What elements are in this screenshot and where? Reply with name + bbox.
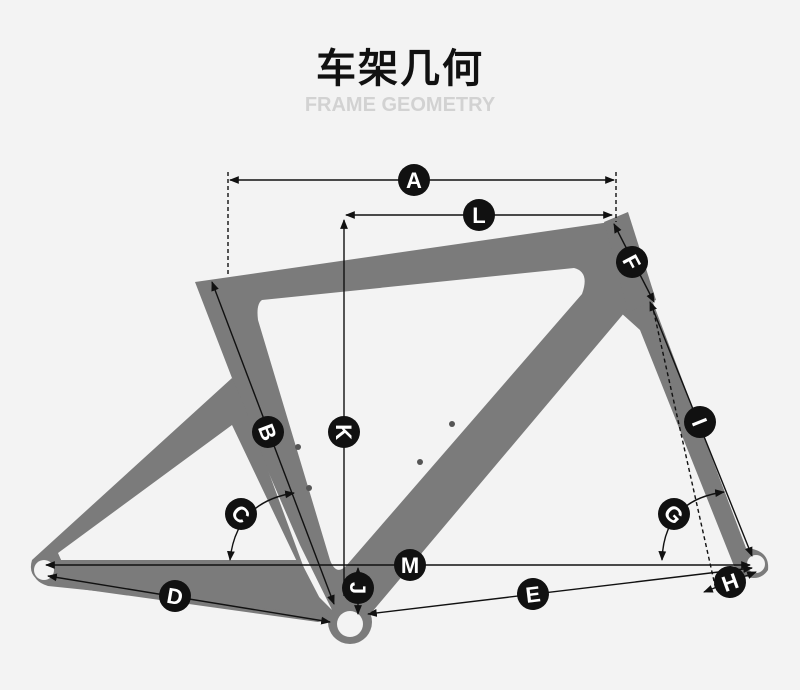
- front-dropout: [747, 555, 765, 573]
- marker-C: C: [225, 498, 257, 530]
- page-title: 车架几何: [316, 46, 484, 92]
- svg-text:D: D: [165, 583, 185, 610]
- marker-M: M: [394, 549, 426, 581]
- marker-D: D: [159, 580, 191, 612]
- marker-B: B: [252, 416, 284, 448]
- svg-text:J: J: [345, 582, 370, 594]
- marker-G: G: [658, 498, 690, 530]
- marker-L: L: [463, 199, 495, 231]
- svg-text:E: E: [524, 581, 542, 608]
- marker-A: A: [398, 164, 430, 196]
- marker-K: K: [328, 416, 360, 448]
- marker-F: F: [616, 246, 648, 278]
- marker-E: E: [517, 578, 549, 610]
- fork: [620, 300, 769, 578]
- marker-I: I: [684, 406, 716, 438]
- marker-H: H: [714, 566, 746, 598]
- svg-text:M: M: [401, 553, 419, 578]
- svg-text:K: K: [331, 424, 356, 440]
- svg-text:L: L: [472, 203, 485, 228]
- marker-J: J: [342, 572, 374, 604]
- svg-text:A: A: [406, 168, 422, 193]
- page-subtitle: FRAME GEOMETRY: [304, 94, 496, 116]
